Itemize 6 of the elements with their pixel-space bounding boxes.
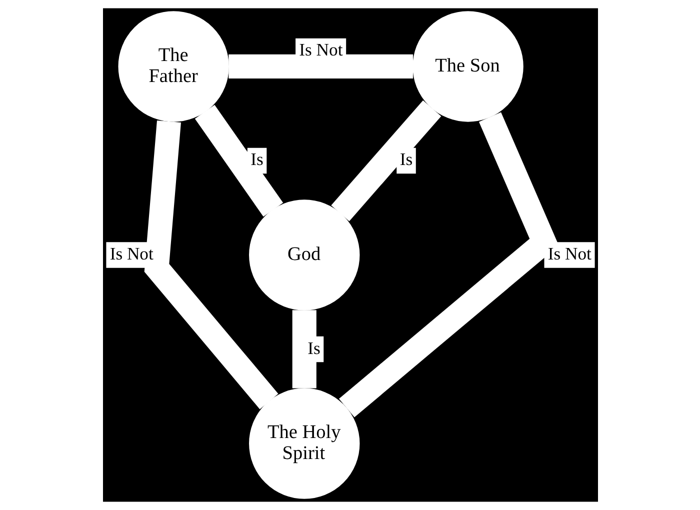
edge-label: Is [399, 149, 412, 170]
edge-label: Is Not [298, 40, 342, 60]
edge-label: Is Not [109, 243, 153, 264]
edge-label: Is [307, 338, 320, 358]
edge-label: Is [250, 149, 263, 170]
edge-label: Is Not [547, 243, 591, 264]
